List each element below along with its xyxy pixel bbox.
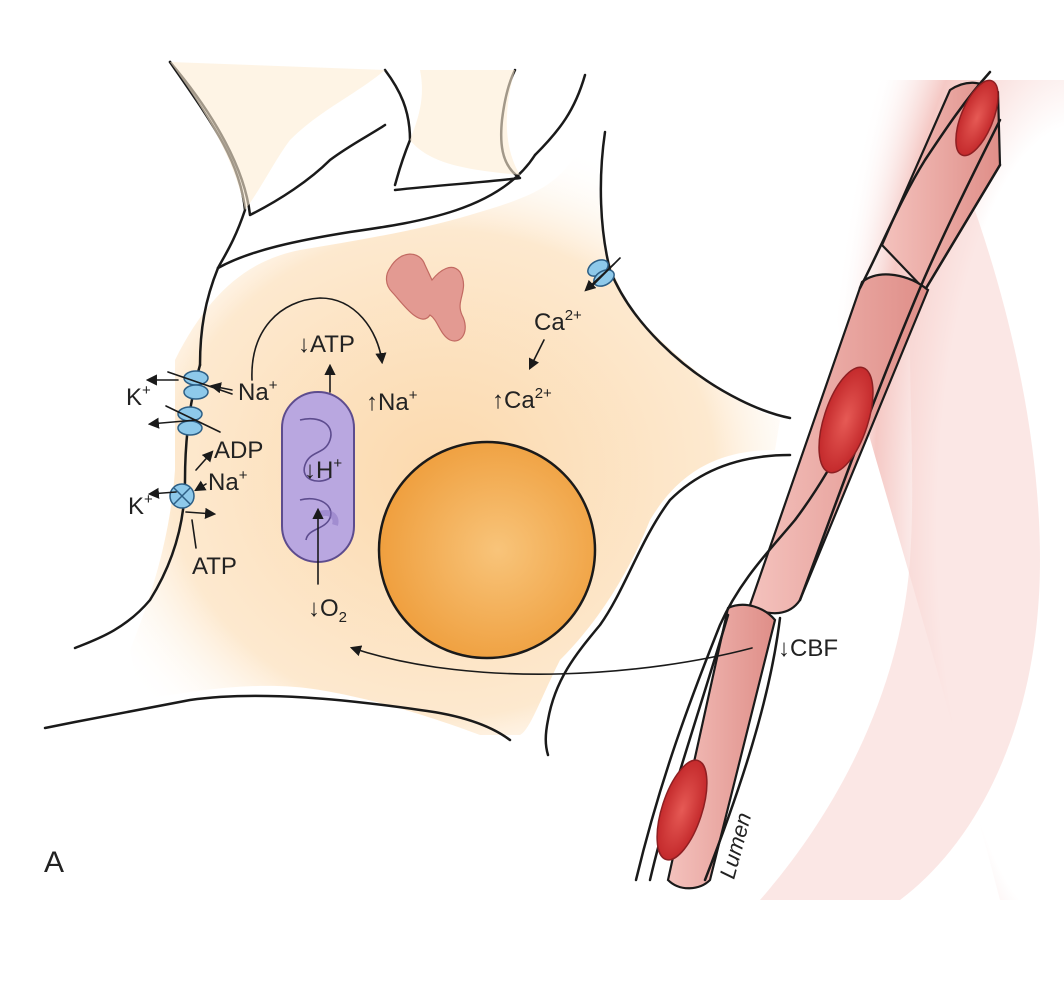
na-k-pump-icon (169, 483, 195, 509)
golgi-apparatus (385, 253, 466, 342)
membrane-left-upper (198, 266, 220, 367)
label-k-plus-2: K+ (128, 491, 153, 520)
dendrite-gap-mid (410, 70, 520, 175)
endothelial-nucleus-3 (656, 759, 708, 861)
membrane-bottom (43, 694, 512, 742)
ion-channel-icon (177, 406, 203, 436)
dendrite-gap-left (170, 62, 385, 210)
label-na-plus-2: Na+ (208, 467, 248, 496)
flux-arrows (145, 257, 753, 675)
endothelial-nucleus-1 (955, 79, 999, 157)
panel-label: A (44, 846, 64, 879)
process-upper-mid (383, 68, 412, 187)
label-up-ca: ↑Ca2+ (492, 385, 552, 414)
ion-channel-icon (587, 259, 615, 287)
lumen-shade (760, 120, 1040, 900)
label-atp: ATP (192, 553, 237, 580)
membrane-top (216, 153, 537, 270)
cell-body (130, 155, 780, 735)
label-down-h: ↓H+ (304, 455, 342, 484)
label-adp: ADP (214, 437, 263, 464)
ion-channel-icon (183, 370, 209, 400)
label-down-o2: ↓O2 (308, 595, 347, 626)
label-down-cbf: ↓CBF (778, 635, 838, 662)
label-down-atp: ↓ATP (298, 331, 355, 358)
membrane-top-right (599, 130, 792, 420)
label-k-plus-1: K+ (126, 382, 151, 411)
label-ca: Ca2+ (534, 307, 582, 336)
capillary (634, 70, 1002, 890)
label-up-na: ↑Na+ (366, 387, 418, 416)
endothelial-nucleus-2 (818, 366, 874, 474)
nucleus (377, 440, 597, 660)
label-na-plus-1: Na+ (238, 377, 278, 406)
process-upper-right (533, 73, 587, 157)
membrane-right-lower (544, 453, 792, 757)
